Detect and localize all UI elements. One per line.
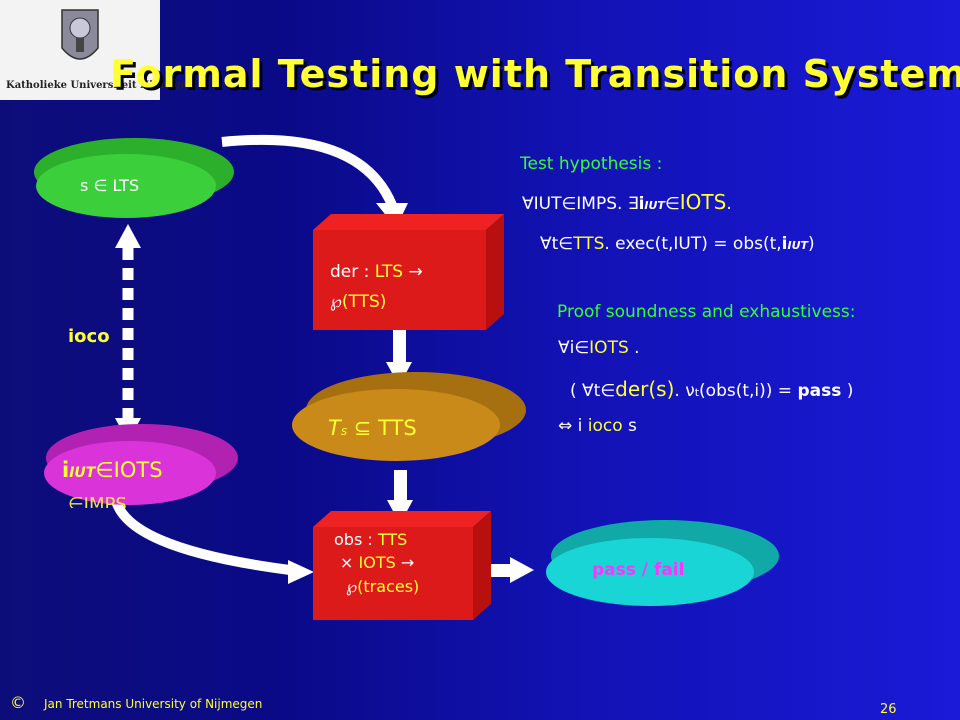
copyright-symbol: © <box>10 693 26 712</box>
der-text-line1: der : LTS → <box>330 262 423 282</box>
ioco-arrow-head-top <box>115 224 141 248</box>
ts-label: Ts ⊆ TTS <box>328 416 417 440</box>
obs-text-line1: obs : TTS <box>334 530 408 549</box>
proof-heading: Proof soundness and exhaustivess: <box>557 302 856 322</box>
der-text-line2: ℘(TTS) <box>330 292 387 312</box>
arrow-ts-to-obs-shaft <box>394 470 407 504</box>
der-box-side <box>486 214 504 330</box>
iut-hidden-label: ∈IMPS <box>68 494 127 508</box>
arrow-obs-to-verdict-head <box>510 557 534 583</box>
slide-title: Formal Testing with Transition Systems <box>110 52 960 96</box>
ts-ellipse <box>292 389 500 461</box>
verdict-label: pass / fail <box>592 560 685 580</box>
obs-text-line3: ℘(traces) <box>346 577 420 596</box>
arrow-spec-to-der <box>221 134 397 208</box>
crest-icon <box>61 9 99 60</box>
page-number: 26 <box>880 702 897 717</box>
iut-label: iIUT∈IOTS <box>62 458 163 482</box>
der-box <box>313 230 486 330</box>
arrow-der-to-ts-shaft <box>393 328 406 364</box>
university-logo: Katholieke Universiteit Nijmegen <box>0 0 194 100</box>
hypothesis-line2: ∀t∈TTS. exec(t,IUT) = obs(t,iIUT) <box>540 234 815 254</box>
proof-line3: ⇔ i ioco s <box>558 416 637 436</box>
obs-text-line2: × IOTS → <box>340 553 415 572</box>
verdict-ellipse <box>546 538 754 606</box>
logo-text: Katholieke Universiteit Nijmegen <box>6 80 195 91</box>
hypothesis-line1: ∀IUT∈IMPS. ∃iIUT∈IOTS. <box>522 190 732 214</box>
footer-text: Jan Tretmans University of Nijmegen <box>44 697 263 711</box>
obs-box <box>313 527 473 620</box>
arrow-iut-to-obs-head <box>288 560 314 584</box>
iut-ellipse <box>44 441 216 505</box>
ioco-label: ioco <box>68 326 110 347</box>
hypothesis-heading: Test hypothesis : <box>520 154 663 174</box>
proof-line1: ∀i∈IOTS . <box>558 338 640 358</box>
spec-label: s ∈ LTS <box>80 176 140 195</box>
spec-ellipse <box>36 154 216 218</box>
arrow-iut-to-obs <box>110 494 291 575</box>
proof-line2: ( ∀t∈der(s). νt(obs(t,i)) = pass ) <box>570 377 854 401</box>
obs-box-top <box>313 511 491 527</box>
der-box-top <box>313 214 504 230</box>
obs-box-side <box>473 511 491 620</box>
